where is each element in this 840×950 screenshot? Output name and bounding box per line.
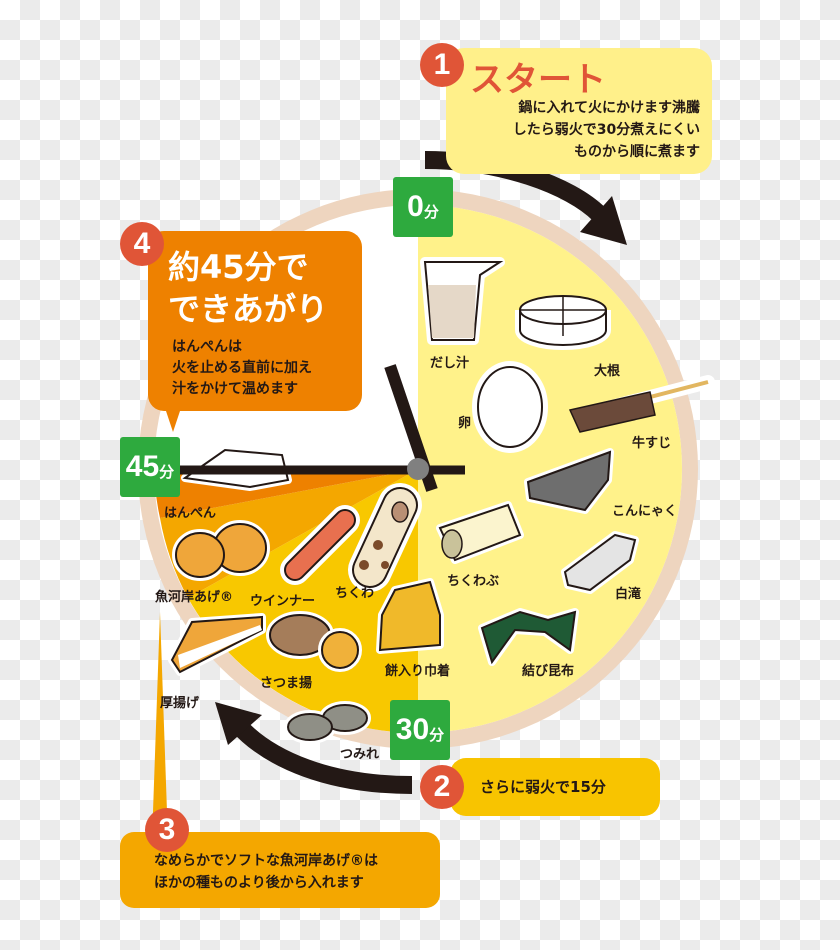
time-marker-0: 0 分 <box>393 177 453 237</box>
label-daikon: 大根 <box>594 364 621 379</box>
tsumire-icon <box>284 701 371 744</box>
atsuage-icon <box>168 613 266 676</box>
step4-number: 4 <box>133 227 151 260</box>
step3-description: なめらかでソフトな魚河岸あげ®は ほかの種ものより後から入れます <box>154 850 378 894</box>
step1-number-badge: 1 <box>420 43 464 87</box>
step4-line: 汁をかけて温めます <box>172 381 298 397</box>
step4-pointer <box>165 408 181 432</box>
label-satsumaage: さつま揚 <box>260 676 313 691</box>
step4-line: 火を止める直前に加え <box>172 360 312 376</box>
time-marker-unit: 分 <box>159 463 175 481</box>
konnyaku-icon <box>524 448 614 514</box>
egg-icon <box>472 361 548 453</box>
step1-line: 鍋に入れて火にかけます沸騰 <box>518 100 700 116</box>
step4-number-badge: 4 <box>120 222 164 266</box>
step3-line: なめらかでソフトな魚河岸あげ®は <box>154 853 378 869</box>
arrow-continue-head-icon <box>215 702 262 745</box>
step2-callout <box>450 758 660 816</box>
step4-line: はんぺんは <box>172 339 242 355</box>
sector-30-to-45-yellow <box>188 469 418 733</box>
daikon-icon <box>515 295 611 350</box>
label-egg: 卵 <box>458 416 472 431</box>
step1-number: 1 <box>433 48 451 81</box>
step3-number: 3 <box>158 813 176 846</box>
step4-description: はんぺんは 火を止める直前に加え 汁をかけて温めます <box>172 337 312 400</box>
arrow-start-head-icon <box>580 196 627 245</box>
label-konnyaku: こんにゃく <box>612 504 678 519</box>
label-uogashiage: 魚河岸あげ® <box>155 590 234 605</box>
time-marker-30: 30 分 <box>390 700 450 760</box>
label-chikuwa: ちくわ <box>335 586 375 601</box>
label-chikuwabu: ちくわぶ <box>447 574 500 589</box>
time-marker-value: 45 <box>125 450 160 483</box>
step2-number-badge: 2 <box>420 765 464 809</box>
step4-title: 約45分で できあがり <box>168 246 328 330</box>
uogashiage-icon <box>172 520 270 581</box>
time-marker-unit: 分 <box>429 726 445 744</box>
time-marker-value: 30 <box>395 713 430 746</box>
first-30-min-sector <box>418 205 682 733</box>
dashi-icon <box>420 257 505 345</box>
step4-title-line: 約45分で <box>168 248 309 286</box>
step1-line: したら弱火で30分煮えにくい <box>512 122 700 138</box>
satsumaage-icon <box>266 611 362 672</box>
step3-pointer <box>152 612 168 840</box>
shirataki-icon <box>561 531 639 594</box>
kinchaku-icon <box>376 578 444 654</box>
chikuwa-icon <box>348 483 422 592</box>
chikuwabu-icon <box>436 501 524 564</box>
step1-description: 鍋に入れて火にかけます沸騰 したら弱火で30分煮えにくい ものから順に煮ます <box>460 97 700 163</box>
step2-number: 2 <box>433 770 451 803</box>
step3-line: ほかの種ものより後から入れます <box>154 875 364 891</box>
gyusuji-icon <box>568 375 715 433</box>
time-marker-value: 0 <box>407 190 424 223</box>
label-tsumire: つみれ <box>340 747 380 762</box>
step1-callout <box>446 48 712 174</box>
time-marker-45: 45 分 <box>120 437 180 497</box>
label-dashi: だし汁 <box>430 356 470 371</box>
label-shirataki: 白滝 <box>615 587 642 602</box>
step2-text: さらに弱火で15分 <box>480 778 606 796</box>
step4-title-line: できあがり <box>168 290 329 328</box>
arrow-continue-stroke <box>231 718 413 794</box>
label-kinchaku: 餅入り巾着 <box>385 664 451 679</box>
label-gyusuji: 牛すじ <box>632 436 672 451</box>
step4-callout <box>148 231 362 411</box>
step1-title: スタート <box>470 60 606 100</box>
step1-line: ものから順に煮ます <box>574 144 700 160</box>
label-konbu: 結び昆布 <box>522 664 575 679</box>
label-wiener: ウインナー <box>250 594 316 609</box>
time-marker-unit: 分 <box>423 203 439 221</box>
clock-hub <box>407 458 429 480</box>
step3-number-badge: 3 <box>145 808 189 852</box>
label-hanpen: はんぺん <box>164 506 217 521</box>
wiener-icon <box>280 505 360 585</box>
label-atsuage: 厚揚げ <box>160 696 200 711</box>
konbu-icon <box>478 608 579 666</box>
